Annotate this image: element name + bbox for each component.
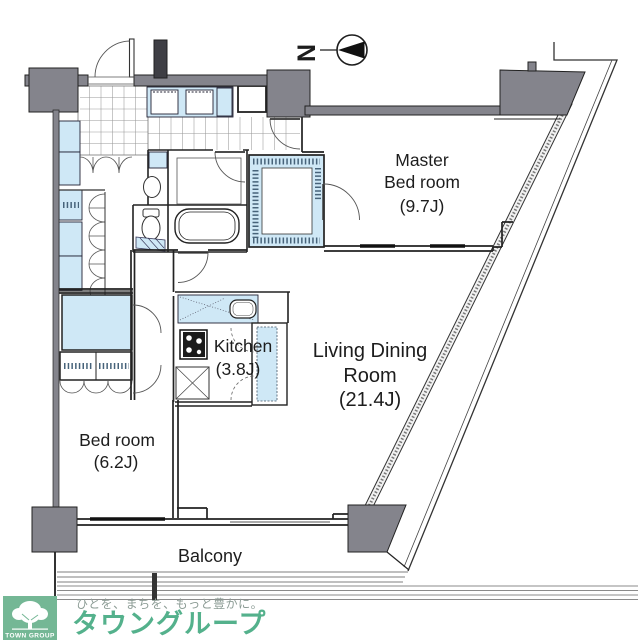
svg-text:(21.4J): (21.4J) <box>339 389 401 411</box>
washbasin <box>143 176 161 198</box>
svg-text:Bed room: Bed room <box>384 172 460 192</box>
svg-text:Master: Master <box>395 150 449 170</box>
ldk-door <box>177 251 209 283</box>
shaft-box <box>237 85 267 113</box>
powder-door-arc <box>214 151 246 183</box>
brand-tagline: ひとを、まちを、もっと豊かに。 <box>76 597 263 611</box>
washer-2 <box>185 89 214 115</box>
corridor-door-1 <box>132 304 162 334</box>
label-master-bedroom: Master Bed room (9.7J) <box>384 150 460 216</box>
label-living-dining: Living Dining Room (21.4J) <box>313 340 428 411</box>
entrance-tile-grid <box>77 85 300 156</box>
doors <box>88 38 360 394</box>
bedroom-door <box>132 364 162 394</box>
fridge-space <box>175 366 210 400</box>
powder-room <box>176 157 242 205</box>
wall-master-top <box>304 105 503 116</box>
svg-text:Room: Room <box>343 365 396 387</box>
walk-in-closet <box>248 154 325 248</box>
entrance-door <box>88 38 135 85</box>
diagonal-window-band <box>352 100 573 534</box>
logo-text: TOWN GROUP <box>5 633 55 640</box>
interior-walls <box>56 114 566 526</box>
compass-north-label: N <box>293 44 321 62</box>
master-bedroom-door <box>322 183 360 221</box>
label-bedroom: Bed room (6.2J) <box>79 430 155 472</box>
svg-text:Bed room: Bed room <box>79 430 155 450</box>
bathtub <box>174 208 240 244</box>
balcony-railing <box>54 552 638 600</box>
toilet-door <box>135 236 166 252</box>
bedroom-closet <box>59 294 133 394</box>
laundry-niche <box>146 85 267 118</box>
column-top-right <box>499 69 586 116</box>
column-nub <box>527 61 537 72</box>
wall-stub-top <box>153 39 168 79</box>
column-top-left <box>28 67 79 113</box>
svg-text:Kitchen: Kitchen <box>214 336 272 356</box>
balcony-outline <box>57 42 618 583</box>
structural-columns <box>24 39 586 571</box>
compass-icon: N <box>293 34 368 66</box>
column-bottom-center <box>347 504 407 553</box>
brand-name: タウングループ <box>72 608 266 639</box>
stove <box>179 329 208 360</box>
svg-text:(9.7J): (9.7J) <box>400 196 445 216</box>
svg-text:(3.8J): (3.8J) <box>216 359 261 379</box>
kitchen-fixtures <box>175 291 290 407</box>
column-hall <box>266 69 311 118</box>
washer-1 <box>150 89 179 115</box>
entry-cabinets <box>58 120 83 291</box>
washroom-block <box>132 149 249 253</box>
toilet <box>141 208 161 241</box>
brand-footer: TOWN GROUP ひとを、まちを、もっと豊かに。 タウングループ <box>3 596 266 640</box>
label-kitchen: Kitchen (3.8J) <box>214 336 272 379</box>
svg-text:Living Dining: Living Dining <box>313 340 428 362</box>
vanity-cabinet <box>148 151 168 169</box>
balcony-divider <box>152 573 157 600</box>
column-bottom-left <box>31 506 78 553</box>
tree-icon <box>12 601 48 630</box>
wall-left <box>52 109 60 511</box>
hall-door-arc <box>269 118 301 150</box>
svg-text:(6.2J): (6.2J) <box>94 452 139 472</box>
kitchen-sink <box>229 299 257 319</box>
label-balcony: Balcony <box>178 546 242 566</box>
